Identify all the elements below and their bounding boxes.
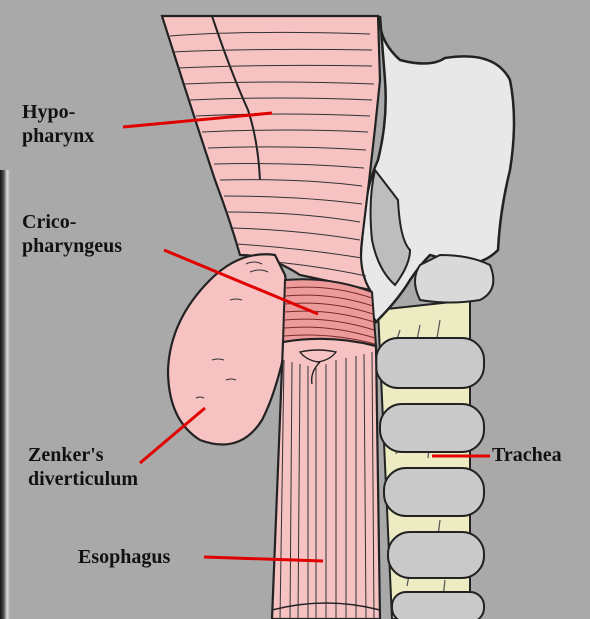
label-hypopharynx-line2: pharynx (22, 124, 94, 148)
hypopharynx (162, 16, 380, 290)
label-esophagus: Esophagus (78, 545, 170, 569)
cricopharyngeus-muscle (283, 279, 376, 346)
trachea (376, 300, 484, 619)
label-zenkers-line2: diverticulum (28, 467, 138, 491)
zenkers-diverticulum (168, 254, 288, 444)
esophagus (272, 339, 380, 619)
cartilage (361, 16, 514, 322)
label-trachea: Trachea (492, 443, 562, 467)
label-cricopharyngeus: Crico- pharyngeus (22, 210, 122, 258)
label-zenkers: Zenker's diverticulum (28, 443, 138, 491)
label-hypopharynx-line1: Hypo- (22, 100, 94, 124)
label-hypopharynx: Hypo- pharynx (22, 100, 94, 148)
label-cricopharyngeus-line1: Crico- (22, 210, 122, 234)
label-cricopharyngeus-line2: pharyngeus (22, 234, 122, 258)
label-zenkers-line1: Zenker's (28, 443, 138, 467)
